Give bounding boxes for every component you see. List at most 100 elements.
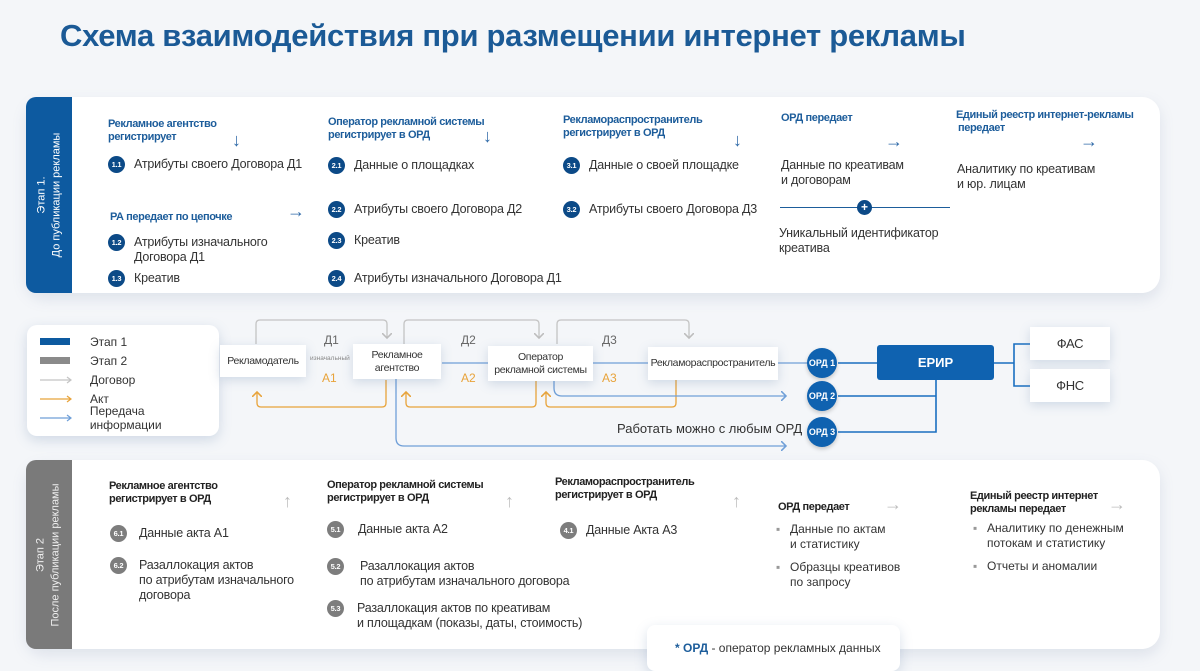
stage2-item-4-1: 4.1 Данные Акта А3: [560, 522, 677, 539]
bullet-item: ▪Отчеты и аномалии: [973, 559, 1098, 573]
page-title: Схема взаимодействия при размещении инте…: [60, 18, 966, 53]
contract-label-d2: Д2: [461, 333, 476, 347]
step-badge: 1.2: [108, 234, 125, 251]
stage1-item-3-1: 3.1 Данные о своей площадке: [563, 157, 739, 174]
act-label-a2: А2: [461, 371, 476, 385]
arrow-right-icon: →: [1080, 131, 1098, 151]
node-advertiser: Рекламодатель: [220, 345, 306, 377]
step-badge: 5.3: [327, 600, 344, 617]
act-arrow-icon: [40, 395, 76, 403]
step-badge: 1.1: [108, 156, 125, 173]
contract-d3-connector: [556, 319, 689, 344]
ord-2-node: ОРД 2: [807, 381, 837, 411]
stage1-item-2-2: 2.2 Атрибуты своего Договора Д2: [328, 201, 522, 218]
step-badge: 2.2: [328, 201, 345, 218]
stage1-item-2-4: 2.4 Атрибуты изначального Договора Д1: [328, 270, 562, 287]
stage1-col4-header: ОРД передает: [781, 112, 853, 124]
ord-1-node: ОРД 1: [807, 348, 837, 378]
step-badge: 3.1: [563, 157, 580, 174]
step-badge: 1.3: [108, 270, 125, 287]
step-badge: 2.4: [328, 270, 345, 287]
stage2-col4-header: ОРД передает: [778, 501, 850, 513]
stage2-swatch: [40, 357, 76, 364]
step-badge: 6.1: [110, 525, 127, 542]
footnote-text: - оператор рекламных данных: [708, 641, 881, 655]
step-badge: 2.3: [328, 232, 345, 249]
node-distributor: Рекламораспространитель: [648, 347, 778, 380]
contract-d2-connector: [403, 319, 539, 344]
arrow-up-icon: ↑: [505, 491, 514, 511]
erir-node: ЕРИР: [877, 345, 994, 380]
arrow-right-icon: →: [287, 201, 305, 221]
contract-arrow-icon: [40, 376, 76, 384]
act-a1-connector: [257, 380, 387, 408]
step-badge: 4.1: [560, 522, 577, 539]
info-arrow-icon: [40, 414, 76, 422]
stage2-tab-title: Этап 2: [35, 537, 47, 572]
step-badge: 2.1: [328, 157, 345, 174]
act-label-a1: А1: [322, 371, 337, 385]
arrow-down-icon: ↓: [483, 126, 492, 146]
info-operator-to-ord2: [553, 378, 786, 396]
stage1-swatch: [40, 338, 76, 345]
legend-item-stage2: Этап 2: [40, 351, 219, 370]
contract-label-d3: Д3: [602, 333, 617, 347]
stage1-col1-subheader: РА передает по цепочке: [110, 211, 233, 223]
stage2-item-5-1: 5.1 Данные акта А2: [327, 521, 448, 538]
info-agency-to-ord3: [395, 378, 786, 446]
stage1-item-2-1: 2.1 Данные о площадках: [328, 157, 474, 174]
stage1-tab: Этап 1.До публикации рекламы: [26, 97, 72, 293]
legend-item-info: Передача информации: [40, 404, 219, 432]
fas-node: ФАС: [1030, 327, 1110, 360]
stage1-tab-title: Этап 1.: [35, 176, 48, 214]
plus-icon: +: [857, 200, 872, 215]
step-badge: 6.2: [110, 557, 127, 574]
stage1-item-2-3: 2.3 Креатив: [328, 232, 400, 249]
contract-d1-connector: [255, 319, 387, 344]
arrow-right-icon: →: [884, 494, 902, 514]
legend-item-contract: Договор: [40, 370, 219, 389]
ord-3-node: ОРД 3: [807, 417, 837, 447]
stage1-item-3-2: 3.2 Атрибуты своего Договора Д3: [563, 201, 757, 218]
arrow-right-icon: →: [885, 131, 903, 151]
erir-fas-fns-line: [994, 343, 1030, 387]
stage2-tab-subtitle: После публикации рекламы: [50, 482, 62, 627]
arrow-right-icon: →: [1108, 494, 1126, 514]
step-badge: 3.2: [563, 201, 580, 218]
any-ord-note: Работать можно с любым ОРД: [617, 421, 803, 436]
arrow-up-icon: ↑: [283, 491, 292, 511]
footnote-term: * ОРД: [675, 641, 709, 655]
step-badge: 5.2: [327, 558, 344, 575]
act-a2-connector: [406, 380, 537, 408]
legend-item-act: Акт: [40, 389, 219, 408]
arrow-down-icon: ↓: [232, 130, 241, 150]
fns-node: ФНС: [1030, 369, 1110, 402]
contract-label-d1: Д1: [324, 333, 339, 347]
stage1-panel: [26, 97, 1160, 293]
arrow-up-icon: ↑: [732, 491, 741, 511]
stage1-tab-subtitle: До публикации рекламы: [50, 132, 63, 258]
step-badge: 5.1: [327, 521, 344, 538]
footnote: * ОРД - оператор рекламных данных: [647, 625, 900, 671]
